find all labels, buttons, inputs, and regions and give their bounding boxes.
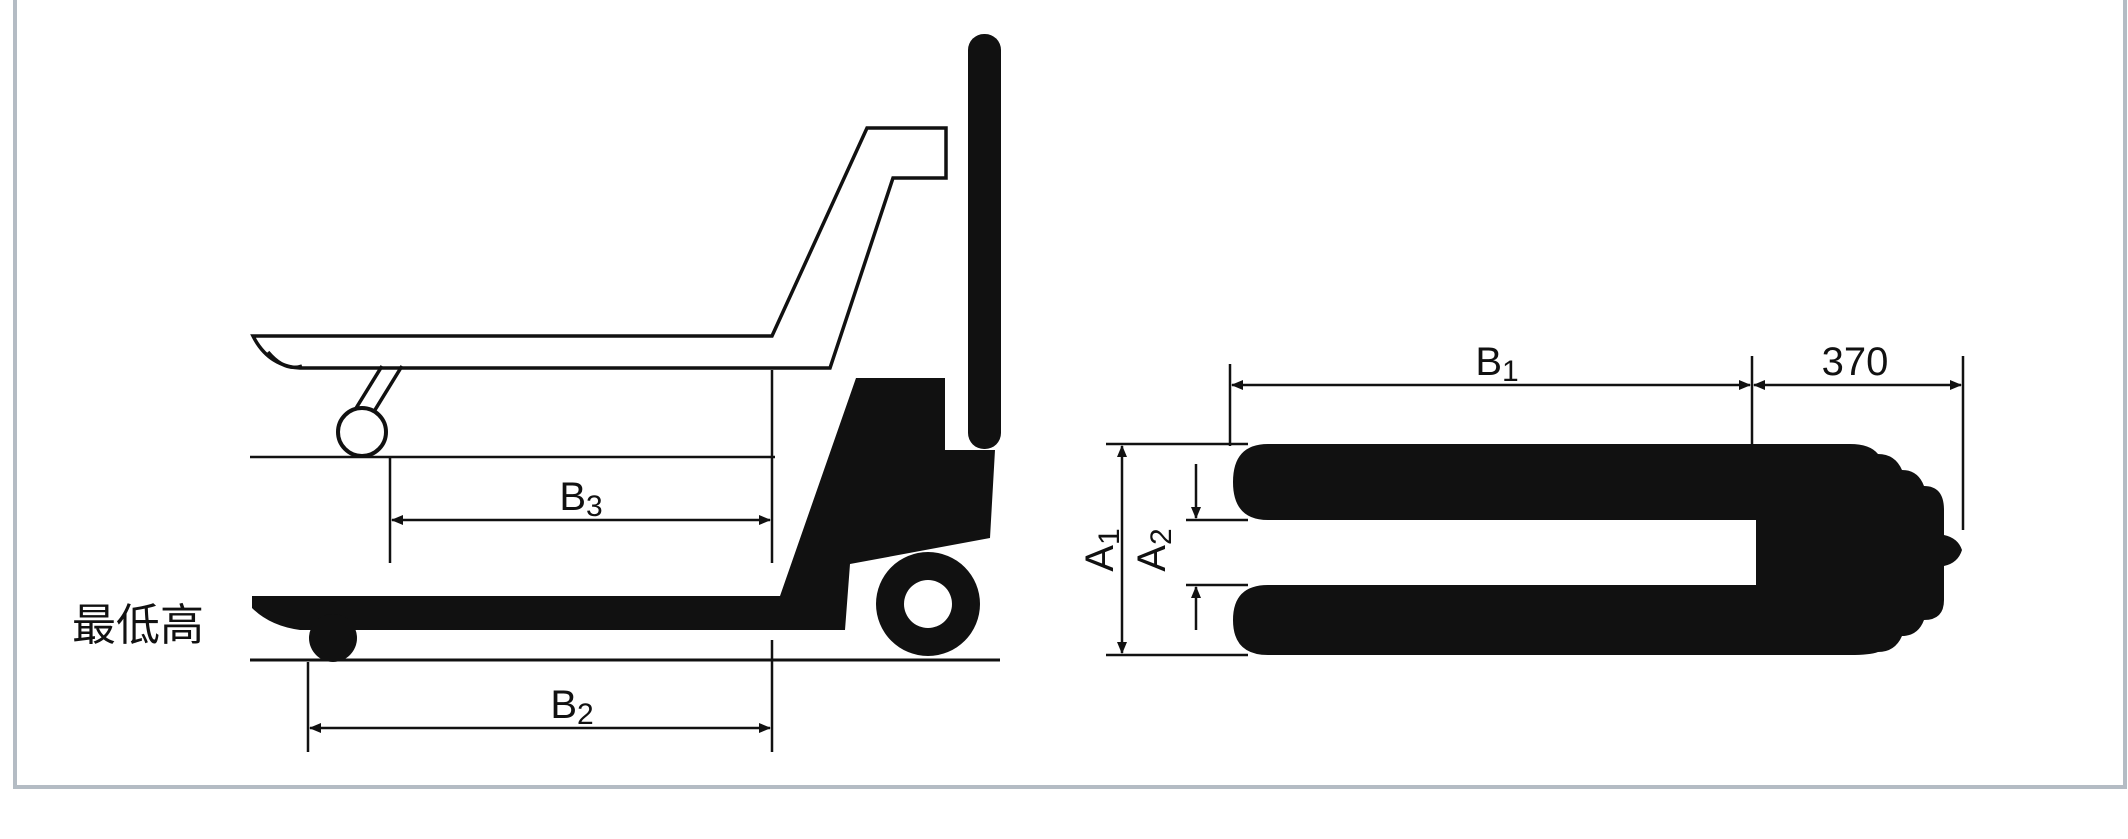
- b1-label: B1: [1475, 340, 1518, 388]
- lowered-fork: [252, 378, 995, 630]
- steering-wheel-hub: [904, 580, 952, 628]
- b2-label: B2: [550, 683, 593, 731]
- top-view: B1 370 A1 A2: [1078, 340, 1965, 657]
- raised-fork-wheel: [336, 406, 388, 458]
- a2-label: A2: [1130, 528, 1178, 571]
- handle-bar: [968, 34, 1001, 449]
- b3-label: B3: [559, 475, 602, 523]
- side-view: B3 B2 最低高: [72, 34, 1001, 752]
- diagram-frame: [13, 0, 2127, 789]
- min-height-label: 最低高: [72, 600, 204, 651]
- fork-body: [1233, 444, 1962, 655]
- load-roller: [309, 614, 357, 662]
- dim-370-label: 370: [1822, 340, 1889, 384]
- a1-label: A1: [1078, 528, 1126, 571]
- raised-fork-outline: [250, 126, 948, 419]
